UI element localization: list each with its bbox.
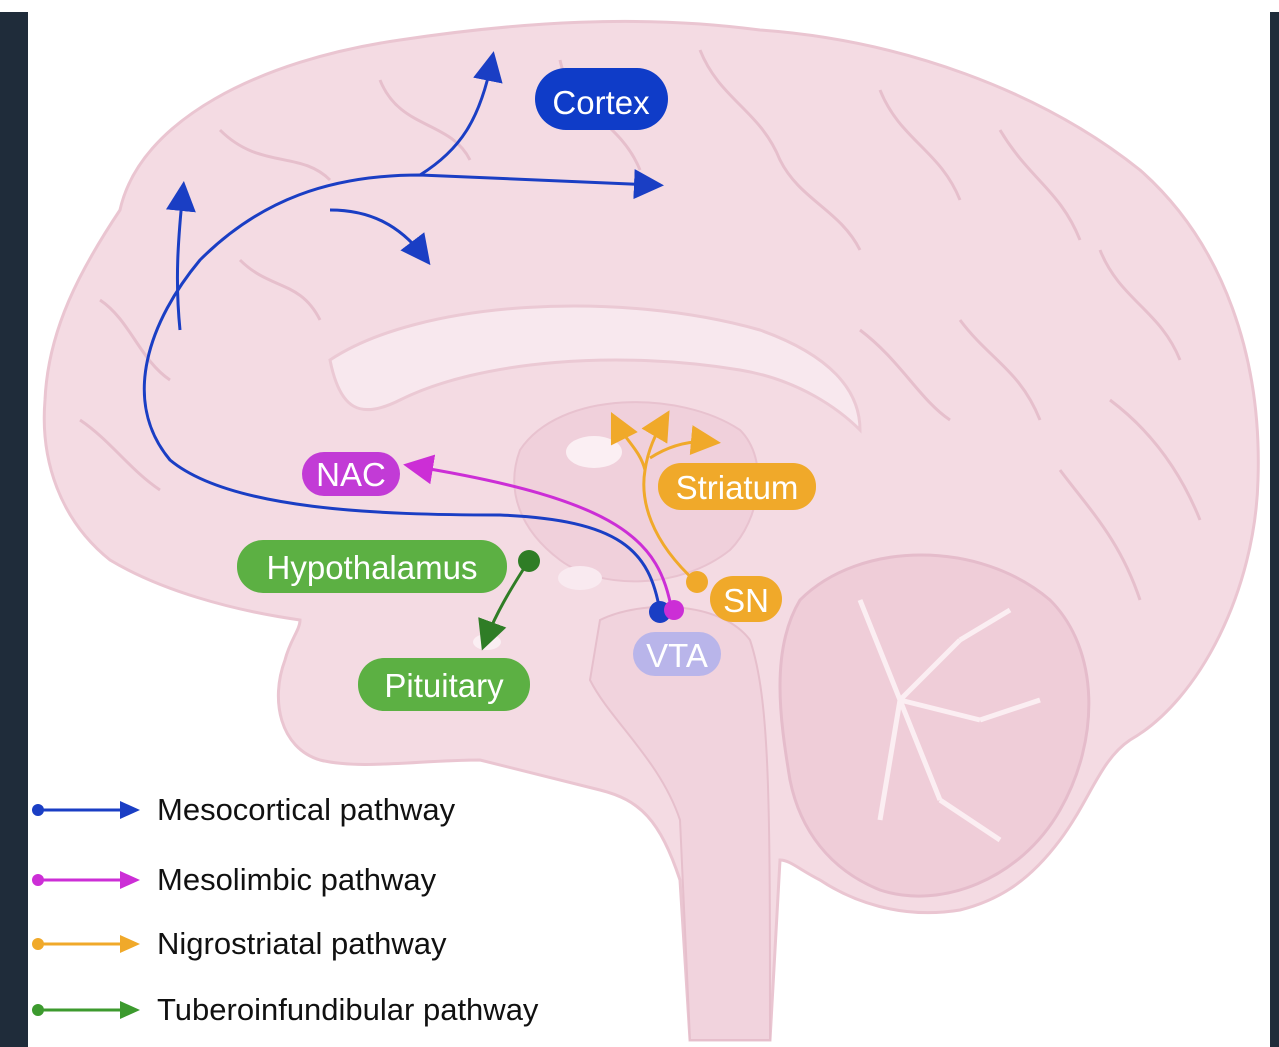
label-sn-text: SN [723, 582, 769, 619]
label-vta-text: VTA [646, 637, 708, 674]
label-cortex: Cortex [535, 68, 668, 130]
legend-label-mesocortical: Mesocortical pathway [157, 792, 456, 827]
label-hypothalamus-text: Hypothalamus [267, 549, 478, 586]
legend-label-mesolimbic: Mesolimbic pathway [157, 862, 437, 897]
optic-chiasm-shape [558, 566, 602, 590]
label-vta: VTA [633, 632, 721, 676]
label-striatum-text: Striatum [676, 469, 799, 506]
label-nac: NAC [302, 452, 400, 496]
legend-item-mesocortical: Mesocortical pathway [32, 792, 456, 827]
legend-item-nigrostriatal: Nigrostriatal pathway [32, 926, 447, 961]
dopamine-pathways-diagram: Cortex NAC Striatum Hypothalamus SN VTA … [28, 10, 1270, 1047]
legend-item-tuberoinfundibular: Tuberoinfundibular pathway [32, 992, 539, 1027]
diagram-panel: Cortex NAC Striatum Hypothalamus SN VTA … [28, 10, 1270, 1047]
legend-label-tuberoinfundibular: Tuberoinfundibular pathway [157, 992, 539, 1027]
legend-item-mesolimbic: Mesolimbic pathway [32, 862, 437, 897]
sn-node [686, 571, 708, 593]
hypothalamus-node [518, 550, 540, 572]
legend: Mesocortical pathway Mesolimbic pathway … [32, 792, 539, 1027]
ventricle-shape [566, 436, 622, 468]
vta-magenta-node [664, 600, 684, 620]
label-cortex-text: Cortex [552, 84, 650, 121]
label-hypothalamus: Hypothalamus [237, 540, 507, 593]
label-sn: SN [710, 576, 782, 622]
label-pituitary: Pituitary [358, 658, 530, 711]
label-nac-text: NAC [316, 456, 386, 493]
label-striatum: Striatum [658, 463, 816, 510]
label-pituitary-text: Pituitary [384, 667, 504, 704]
legend-label-nigrostriatal: Nigrostriatal pathway [157, 926, 447, 961]
